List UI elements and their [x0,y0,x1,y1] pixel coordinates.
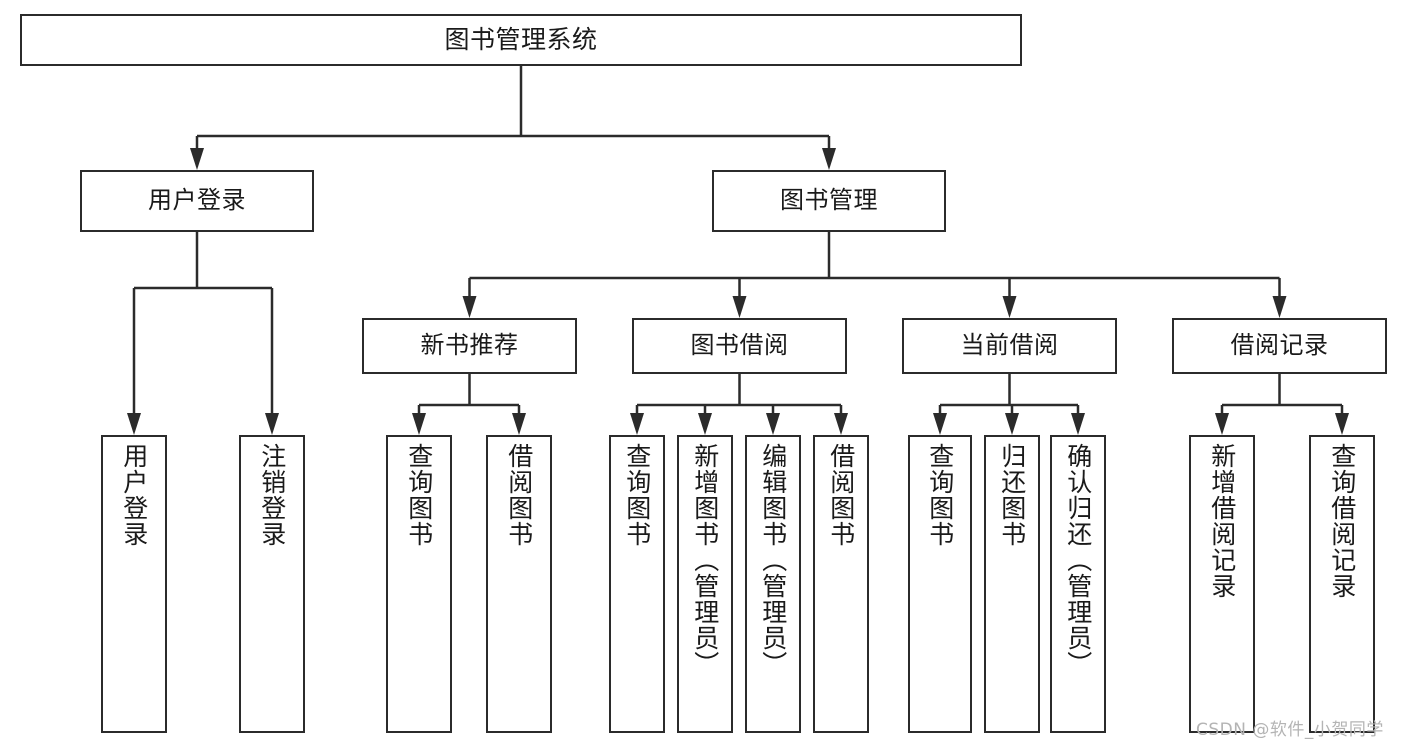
edge-arrowhead [630,413,644,435]
node-leaf-bb-query[interactable]: 查询图书 [609,435,665,733]
node-leaf-br-add[interactable]: 新增借阅记录 [1189,435,1255,733]
node-new-book-rec[interactable]: 新书推荐 [362,318,577,374]
node-book-manage[interactable]: 图书管理 [712,170,946,232]
node-label: 用户登录 [148,186,246,215]
edge-arrowhead [1215,413,1229,435]
node-label: 用户登录 [119,443,149,547]
watermark: CSDN @软件_小贺同学 [1196,720,1384,740]
node-book-borrow[interactable]: 图书借阅 [632,318,847,374]
edge-arrowhead [1272,296,1287,318]
node-label: 借阅记录 [1230,331,1329,360]
node-label: 查询图书 [622,443,652,547]
edge-arrowhead [265,413,279,435]
node-leaf-rec-query[interactable]: 查询图书 [386,435,452,733]
node-label: 新增图书（管理员） [690,443,720,677]
node-label: 归还图书 [997,443,1027,547]
node-leaf-br-query[interactable]: 查询借阅记录 [1309,435,1375,733]
edge-arrowhead [698,413,712,435]
node-label: 图书借阅 [690,331,789,360]
node-label: 图书管理系统 [444,24,598,54]
edge-arrowhead [412,413,426,435]
node-borrow-record[interactable]: 借阅记录 [1172,318,1387,374]
node-leaf-cb-confirm[interactable]: 确认归还（管理员） [1050,435,1106,733]
node-leaf-cb-return[interactable]: 归还图书 [984,435,1040,733]
node-leaf-cb-query[interactable]: 查询图书 [908,435,972,733]
node-label: 借阅图书 [826,443,856,547]
edge-arrowhead [1335,413,1349,435]
node-label: 编辑图书（管理员） [758,443,788,677]
edge-arrowhead [462,296,477,318]
node-label: 查询图书 [925,443,955,547]
edge-arrowhead [1002,296,1017,318]
node-label: 图书管理 [780,186,878,215]
node-user-login[interactable]: 用户登录 [80,170,314,232]
edge-arrowhead [732,296,747,318]
node-current-borrow[interactable]: 当前借阅 [902,318,1117,374]
node-label: 查询借阅记录 [1327,443,1357,599]
node-leaf-bb-borrow[interactable]: 借阅图书 [813,435,869,733]
node-leaf-rec-borrow[interactable]: 借阅图书 [486,435,552,733]
node-leaf-bb-add[interactable]: 新增图书（管理员） [677,435,733,733]
node-label: 新增借阅记录 [1207,443,1237,599]
node-leaf-bb-edit[interactable]: 编辑图书（管理员） [745,435,801,733]
node-label: 注销登录 [257,443,287,547]
edge-arrowhead [834,413,848,435]
node-label: 新书推荐 [420,331,519,360]
edge-arrowhead [766,413,780,435]
node-label: 当前借阅 [960,331,1059,360]
edge-arrowhead [822,148,836,170]
edge-arrowhead [127,413,141,435]
edge-arrowhead [1005,413,1019,435]
edge-arrowhead [190,148,204,170]
edge-arrowhead [1071,413,1085,435]
node-leaf-user-login[interactable]: 用户登录 [101,435,167,733]
node-label: 借阅图书 [504,443,534,547]
node-label: 查询图书 [404,443,434,547]
edge-arrowhead [933,413,947,435]
edge-arrowhead [512,413,526,435]
node-root[interactable]: 图书管理系统 [20,14,1022,66]
node-leaf-user-logout[interactable]: 注销登录 [239,435,305,733]
node-label: 确认归还（管理员） [1063,443,1093,677]
